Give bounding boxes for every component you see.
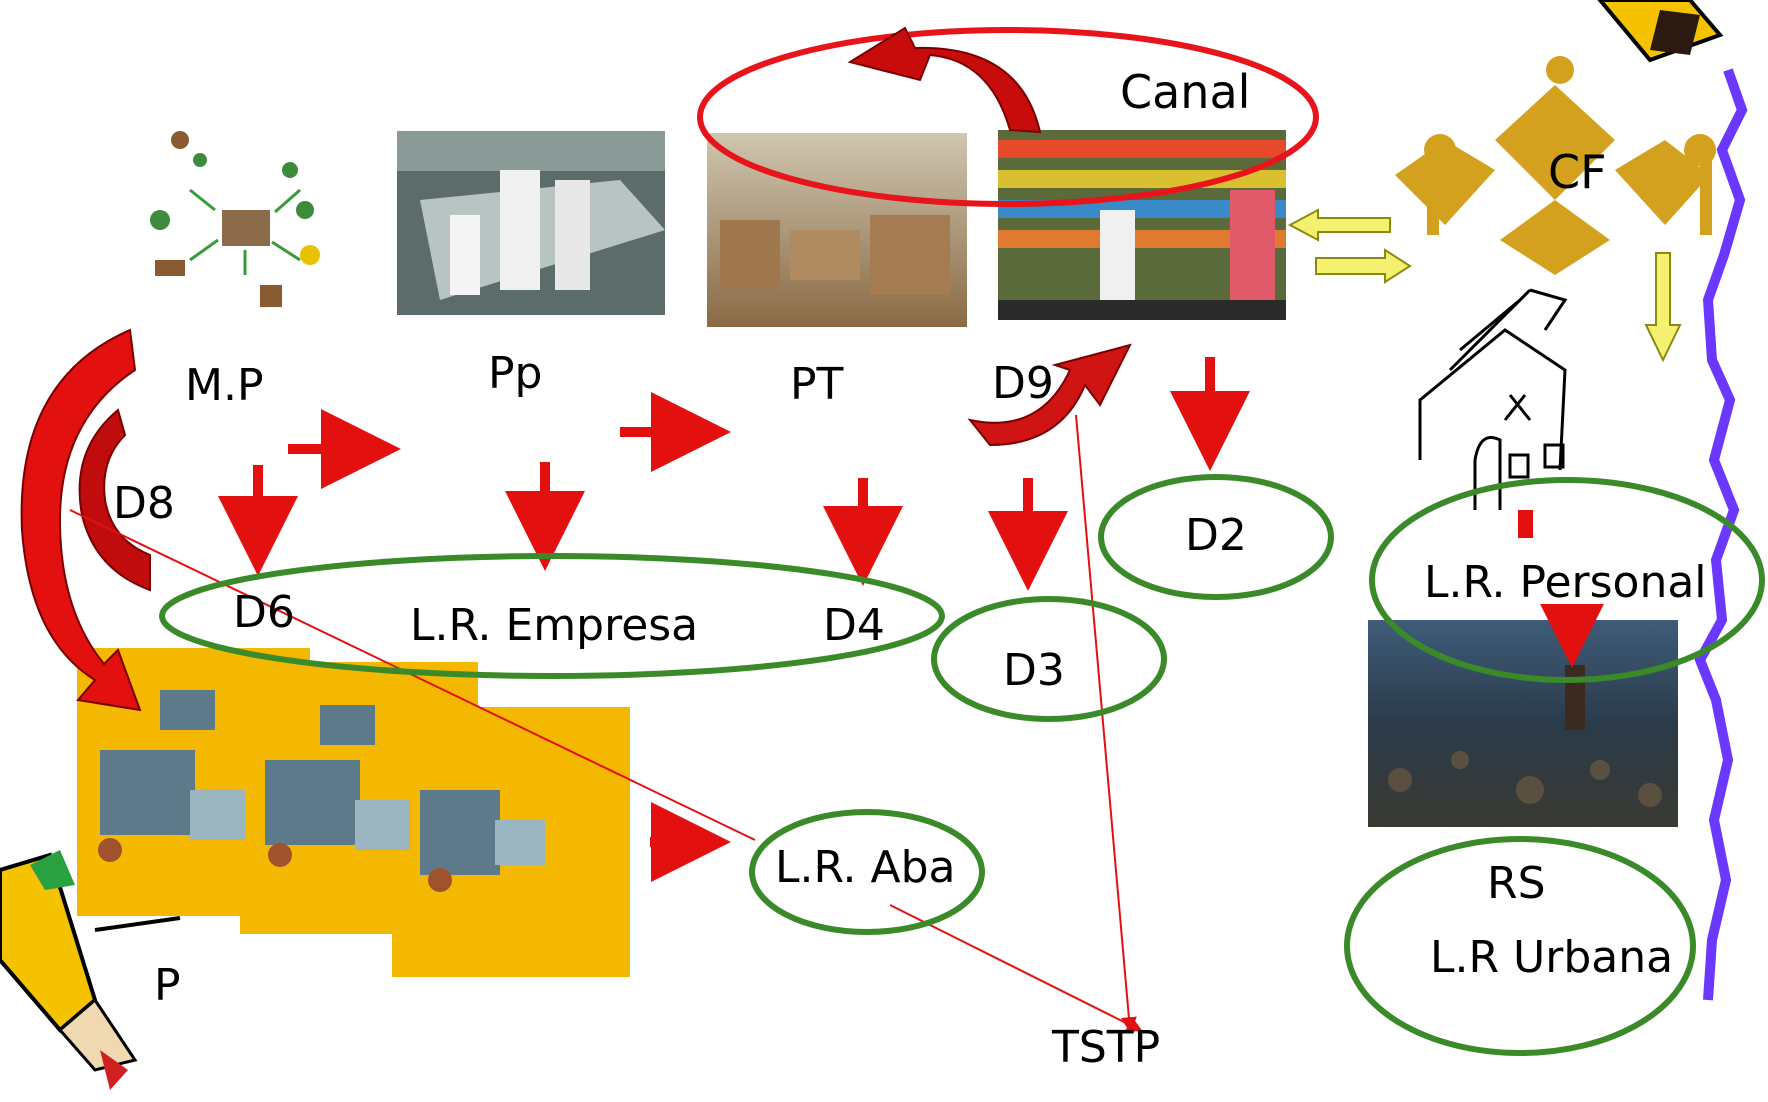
- d2-label: D2: [1185, 510, 1247, 561]
- d3-label: D3: [1003, 645, 1065, 696]
- d8-label: D8: [113, 478, 175, 529]
- production-line-photo: [397, 131, 665, 315]
- mp-label: M.P: [185, 360, 263, 411]
- d9-label: D9: [992, 358, 1054, 409]
- flow-arrows: [218, 357, 1604, 882]
- pt-label: PT: [790, 359, 844, 410]
- lr-urbana-ellipse: [1344, 836, 1696, 1056]
- pencil-clipart-icon: [0, 850, 181, 1090]
- house-sketch-icon: [1418, 288, 1568, 510]
- d3-ellipse: [931, 596, 1167, 722]
- d4-label: D4: [823, 600, 885, 651]
- p-label: P: [154, 960, 181, 1011]
- d8-loop-arrow: [20, 328, 142, 712]
- raw-materials-illustration-icon: [120, 105, 350, 335]
- canal-label: Canal: [1120, 65, 1250, 119]
- cf-label: CF: [1548, 145, 1607, 199]
- lr-empresa-label: L.R. Empresa: [410, 600, 698, 651]
- supermarket-photo: [998, 130, 1286, 320]
- purple-border-line: [1694, 68, 1748, 1001]
- personal-red-tick: [1518, 510, 1533, 538]
- yellow-arrow-right: [1315, 248, 1412, 284]
- green-ellipses: [159, 474, 1765, 1056]
- lr-personal-label: L.R. Personal: [1424, 557, 1707, 608]
- d8-inner-arrow: [78, 408, 151, 592]
- lr-personal-ellipse: [1369, 477, 1765, 683]
- yellow-arrow-left: [1287, 208, 1391, 242]
- rs-label: RS: [1487, 858, 1546, 909]
- canal-ellipse: [697, 27, 1319, 207]
- landfill-photo: [1368, 620, 1678, 827]
- tstp-label: TSTP: [1051, 1022, 1160, 1073]
- delivery-trucks-clipart: [77, 648, 630, 977]
- lr-aba-label: L.R. Aba: [775, 842, 955, 893]
- d2-ellipse: [1098, 474, 1334, 600]
- lr-urbana-label: L.R Urbana: [1430, 932, 1673, 983]
- warehouse-photo: [707, 133, 967, 327]
- lr-aba-ellipse: [749, 809, 985, 935]
- gold-family-puzzle-icon: [1395, 56, 1716, 275]
- lr-empresa-ellipse: [159, 553, 945, 679]
- pencil-corner-top-icon: [1597, 0, 1724, 63]
- d6-label: D6: [233, 587, 295, 638]
- pp-label: Pp: [488, 348, 542, 399]
- d9-curved-arrow: [967, 343, 1132, 447]
- yellow-arrow-down: [1644, 252, 1682, 363]
- yellow-arrows: [1287, 208, 1682, 363]
- canal-curved-arrow: [847, 26, 1042, 134]
